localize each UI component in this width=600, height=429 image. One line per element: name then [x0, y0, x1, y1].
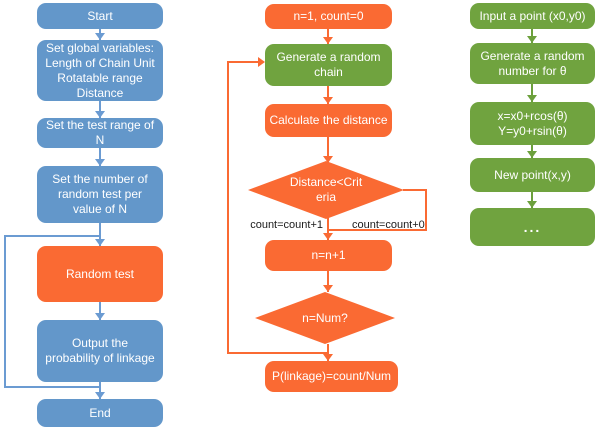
- flow-node-output-probability: Output the probability of linkage: [37, 320, 163, 382]
- decision-distance-criteria: Distance<Crit eria: [248, 161, 404, 219]
- flow-node-result-probability: P(linkage)=count/Num: [265, 361, 398, 392]
- connector-left-loop-bottom: [4, 386, 100, 388]
- arrowhead-icon: [95, 159, 105, 166]
- arrowhead-icon: [323, 354, 333, 361]
- connector-criteria-to-increment: [327, 217, 329, 240]
- flow-node-end: End: [37, 399, 163, 427]
- flow-node-input-point: Input a point (x0,y0): [470, 3, 595, 29]
- arrowhead-icon: [323, 285, 333, 292]
- flow-node-test-range: Set the test range of N: [37, 118, 163, 148]
- connector-init-to-chain: [327, 29, 329, 44]
- connector-criteria-right-out: [403, 189, 427, 191]
- flow-node-start: Start: [37, 3, 163, 29]
- connector-randomtest-to-output: [99, 302, 101, 320]
- arrowhead-icon: [527, 36, 537, 43]
- arrowhead-icon: [323, 233, 333, 240]
- flow-node-random-test: Random test: [37, 246, 163, 302]
- connector-distance-to-criteria: [327, 137, 329, 163]
- connector-criteria-right-join: [328, 229, 427, 231]
- arrowhead-icon: [258, 57, 265, 67]
- connector-middle-loop-bottom: [227, 352, 328, 354]
- branch-label-count-same: count=count+0: [352, 219, 425, 231]
- decision-n-equals-num: n=Num?: [255, 292, 395, 344]
- connector-left-loop-top: [4, 235, 100, 237]
- flow-node-num-tests: Set the number of random test per value …: [37, 166, 163, 223]
- arrowhead-icon: [95, 313, 105, 320]
- flow-node-generate-chain: Generate a random chain: [265, 44, 392, 86]
- connector-newpoint-to-ellipsis: [531, 192, 533, 208]
- flow-node-increment-n: n=n+1: [265, 240, 392, 271]
- flow-node-coordinate-formulas: x=x0+rcos(θ) Y=y0+rsin(θ): [470, 102, 595, 145]
- arrowhead-icon: [95, 392, 105, 399]
- flow-node-random-theta: Generate a random number for θ: [470, 43, 595, 84]
- arrowhead-icon: [527, 151, 537, 158]
- flow-node-set-globals: Set global variables: Length of Chain Un…: [37, 40, 163, 101]
- arrowhead-icon: [323, 156, 333, 163]
- connector-left-loop-vertical: [4, 235, 6, 388]
- connector-output-to-end: [99, 382, 101, 399]
- arrowhead-icon: [95, 33, 105, 40]
- arrowhead-icon: [323, 97, 333, 104]
- connector-range-to-numtests: [99, 148, 101, 166]
- arrowhead-icon: [95, 111, 105, 118]
- connector-middle-loop-top: [227, 61, 258, 63]
- connector-criteria-right-down: [425, 189, 427, 231]
- arrowhead-icon: [323, 37, 333, 44]
- connector-globals-to-range: [99, 101, 101, 118]
- connector-middle-loop-vertical: [227, 61, 229, 354]
- connector-chain-to-distance: [327, 86, 329, 104]
- arrowhead-icon: [95, 239, 105, 246]
- arrowhead-icon: [527, 95, 537, 102]
- flow-node-calc-distance: Calculate the distance: [265, 104, 392, 137]
- flow-node-new-point: New point(x,y): [470, 158, 595, 192]
- connector-numcheck-to-result: [327, 344, 329, 361]
- branch-label-count-increment: count=count+1: [250, 219, 323, 231]
- connector-numtests-to-randomtest: [99, 223, 101, 246]
- flow-node-ellipsis: ...: [470, 208, 595, 246]
- flow-node-init-counters: n=1, count=0: [265, 4, 392, 29]
- arrowhead-icon: [527, 201, 537, 208]
- connector-increment-to-numcheck: [327, 271, 329, 292]
- connector-theta-to-coords: [531, 84, 533, 102]
